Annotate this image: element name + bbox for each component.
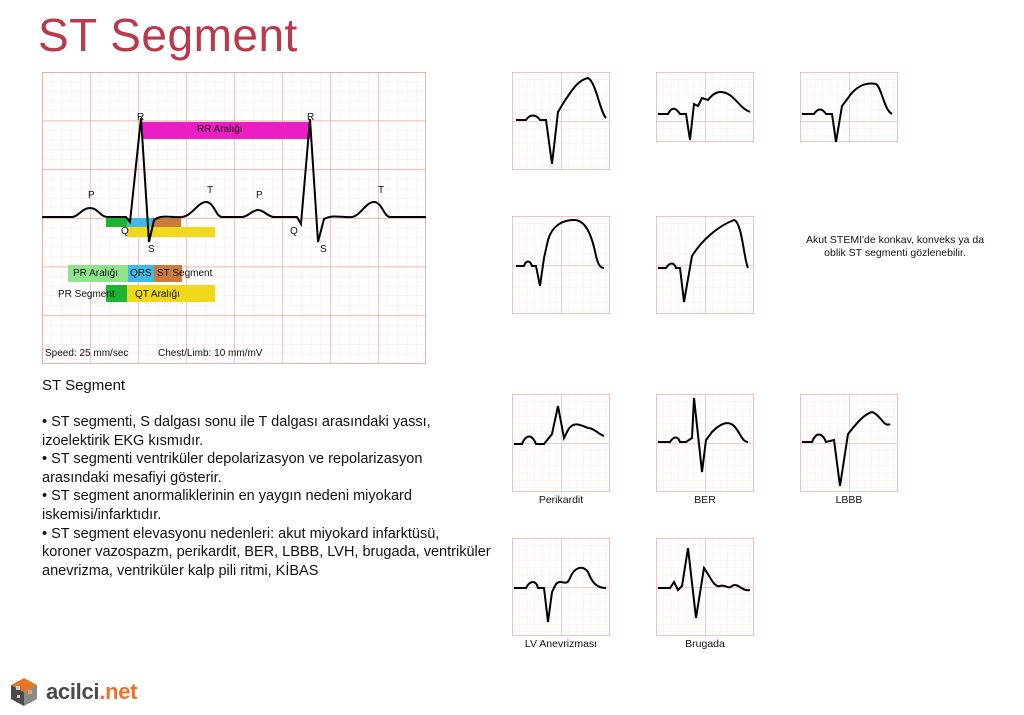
page-title: ST Segment — [38, 9, 298, 61]
stemi-panel-2 — [656, 72, 754, 142]
caption-ber: BER — [694, 494, 716, 506]
stemi-panel-4 — [512, 216, 610, 314]
qrs-bar-top — [127, 218, 153, 227]
pr-segment-bar-top — [106, 218, 127, 227]
s-wave-label-1: S — [148, 244, 155, 255]
ecg-gain-label: Chest/Limb: 10 mm/mV — [158, 348, 263, 359]
legend-qrs: QRS — [130, 268, 152, 279]
t-wave-label-1: T — [207, 185, 214, 196]
bullet-item: • ST segmenti ventriküler depolarizasyon… — [42, 451, 423, 486]
description-bullets: • ST segmenti, S dalgası sonu ile T dalg… — [42, 413, 492, 580]
p-wave-label-2: P — [256, 190, 263, 201]
caption-perikardit: Perikardit — [538, 494, 584, 506]
st-segment-bar-top — [153, 218, 181, 227]
q-wave-label-1: Q — [121, 226, 129, 237]
logo-tld: net — [105, 679, 138, 704]
lv-anevrizmasi-panel — [512, 538, 610, 636]
qt-bar-top — [127, 227, 215, 237]
logo-dot: . — [99, 679, 106, 704]
bullet-item: • ST segmenti, S dalgası sonu ile T dalg… — [42, 414, 431, 449]
r-wave-label-2: R — [307, 112, 315, 123]
p-wave-label-1: P — [88, 190, 95, 201]
ecg-speed-label: Speed: 25 mm/sec — [45, 348, 129, 359]
stemi-panel-3 — [800, 72, 898, 142]
caption-lv-anevrizmasi: LV Anevrizması — [524, 638, 598, 650]
rr-interval-label: RR Aralığı — [197, 124, 243, 135]
lbbb-panel — [800, 394, 898, 492]
r-wave-label-1: R — [137, 112, 145, 123]
stemi-note: Akut STEMI'de konkav, konveks ya da obli… — [805, 234, 985, 259]
q-wave-label-2: Q — [290, 226, 298, 237]
t-wave-label-2: T — [378, 185, 385, 196]
ber-panel — [656, 394, 754, 492]
bullet-item: • ST segment elevasyonu nedenleri: akut … — [42, 525, 491, 579]
stemi-panel-5 — [656, 216, 754, 314]
rr-interval-bar — [142, 122, 310, 139]
logo-name: acilci — [46, 679, 100, 704]
description-heading: ST Segment — [42, 377, 126, 394]
legend-st-segment: ST Segment — [157, 268, 213, 279]
brugada-panel — [656, 538, 754, 636]
bullet-item: • ST segment anormaliklerinin en yaygın … — [42, 488, 412, 523]
legend-pr-segment: PR Segment — [58, 289, 115, 300]
ecg-trace — [42, 117, 426, 243]
caption-brugada: Brugada — [685, 638, 725, 650]
site-logo[interactable]: acilci.net — [8, 676, 137, 708]
legend-pr-interval: PR Aralığı — [73, 268, 119, 279]
main-ecg-diagram: R R RR Aralığı P P T T Q Q S S PR Aralığ… — [42, 72, 426, 364]
cube-logo-icon — [11, 678, 37, 706]
perikardit-panel — [512, 394, 610, 492]
stemi-panel-1 — [512, 72, 610, 170]
s-wave-label-2: S — [320, 244, 327, 255]
ecg-grid — [42, 72, 426, 364]
legend-qt-interval: QT Aralığı — [135, 289, 180, 300]
caption-lbbb: LBBB — [835, 494, 863, 506]
